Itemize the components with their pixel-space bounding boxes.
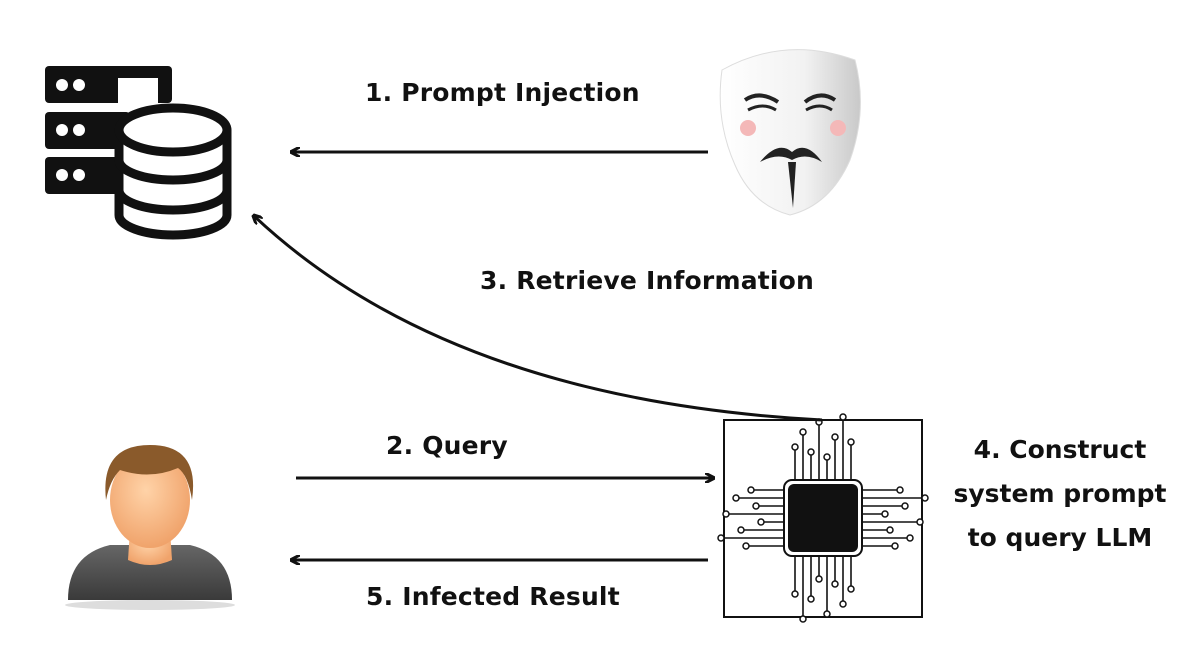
step-3-label: 3. Retrieve Information <box>480 266 815 295</box>
chip-trace <box>732 494 740 502</box>
chip-trace <box>921 494 929 502</box>
step-4-line: system prompt <box>953 479 1167 508</box>
chip-trace <box>791 590 799 598</box>
chip-trace <box>823 453 831 461</box>
chip-trace <box>742 542 750 550</box>
chip-trace <box>717 534 725 542</box>
chip-trace <box>747 486 755 494</box>
step-4-line: to query LLM <box>967 523 1153 552</box>
chip-trace <box>881 510 889 518</box>
microchip-icon <box>717 413 929 623</box>
chip-trace <box>823 610 831 618</box>
chip-trace <box>807 595 815 603</box>
chip-trace <box>799 428 807 436</box>
chip-trace <box>807 448 815 456</box>
step-5-label: 5. Infected Result <box>366 582 620 611</box>
chip-trace <box>896 486 904 494</box>
chip-trace <box>891 542 899 550</box>
database-server-icon <box>45 66 232 240</box>
chip-trace <box>916 518 924 526</box>
anonymous-mask-icon <box>719 49 861 216</box>
user-avatar-icon <box>65 445 235 610</box>
chip-trace <box>901 502 909 510</box>
chip-trace <box>839 413 847 421</box>
chip-trace <box>831 580 839 588</box>
step-2-label: 2. Query <box>386 431 508 460</box>
chip-trace <box>815 575 823 583</box>
chip-trace <box>847 585 855 593</box>
chip-trace <box>906 534 914 542</box>
step-4-label: 4. Construct system prompt to query LLM <box>940 428 1180 560</box>
chip-trace <box>722 510 730 518</box>
chip-trace <box>757 518 765 526</box>
chip-trace <box>847 438 855 446</box>
chip-trace <box>737 526 745 534</box>
chip-trace <box>839 600 847 608</box>
chip-trace <box>799 615 807 623</box>
step-1-label: 1. Prompt Injection <box>365 78 640 107</box>
step-4-line: 4. Construct <box>973 435 1147 464</box>
chip-trace <box>791 443 799 451</box>
chip-trace <box>752 502 760 510</box>
chip-trace <box>831 433 839 441</box>
arrow-retrieve-information <box>254 216 823 422</box>
chip-trace <box>886 526 894 534</box>
